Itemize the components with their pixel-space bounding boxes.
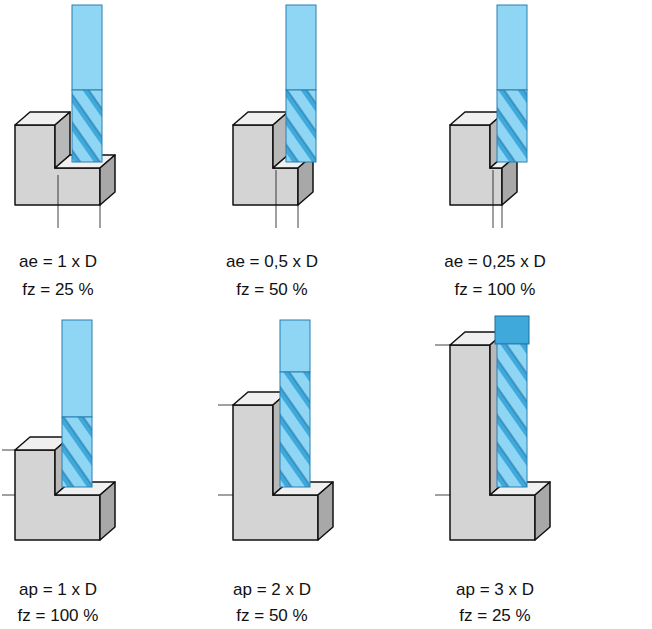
ae-full-figure xyxy=(15,5,115,228)
feed-label: fz = 50 % xyxy=(236,280,307,300)
engagement-label: ap = 2 x D xyxy=(233,580,311,600)
ae-half-figure xyxy=(233,5,316,228)
ap-2d-figure xyxy=(218,320,333,540)
engagement-label: ae = 1 x D xyxy=(19,252,97,272)
feed-label: fz = 50 % xyxy=(236,606,307,626)
engagement-label: ae = 0,5 x D xyxy=(226,252,318,272)
engagement-label: ap = 3 x D xyxy=(456,580,534,600)
feed-label: fz = 25 % xyxy=(459,606,530,626)
feed-label: fz = 100 % xyxy=(18,606,99,626)
engagement-label: ap = 1 x D xyxy=(19,580,97,600)
ap-1d-figure xyxy=(2,320,115,540)
feed-label: fz = 25 % xyxy=(22,280,93,300)
ae-quarter-figure xyxy=(450,5,527,228)
engagement-label: ae = 0,25 x D xyxy=(444,252,546,272)
feed-label: fz = 100 % xyxy=(455,280,536,300)
ap-3d-figure xyxy=(435,316,550,540)
